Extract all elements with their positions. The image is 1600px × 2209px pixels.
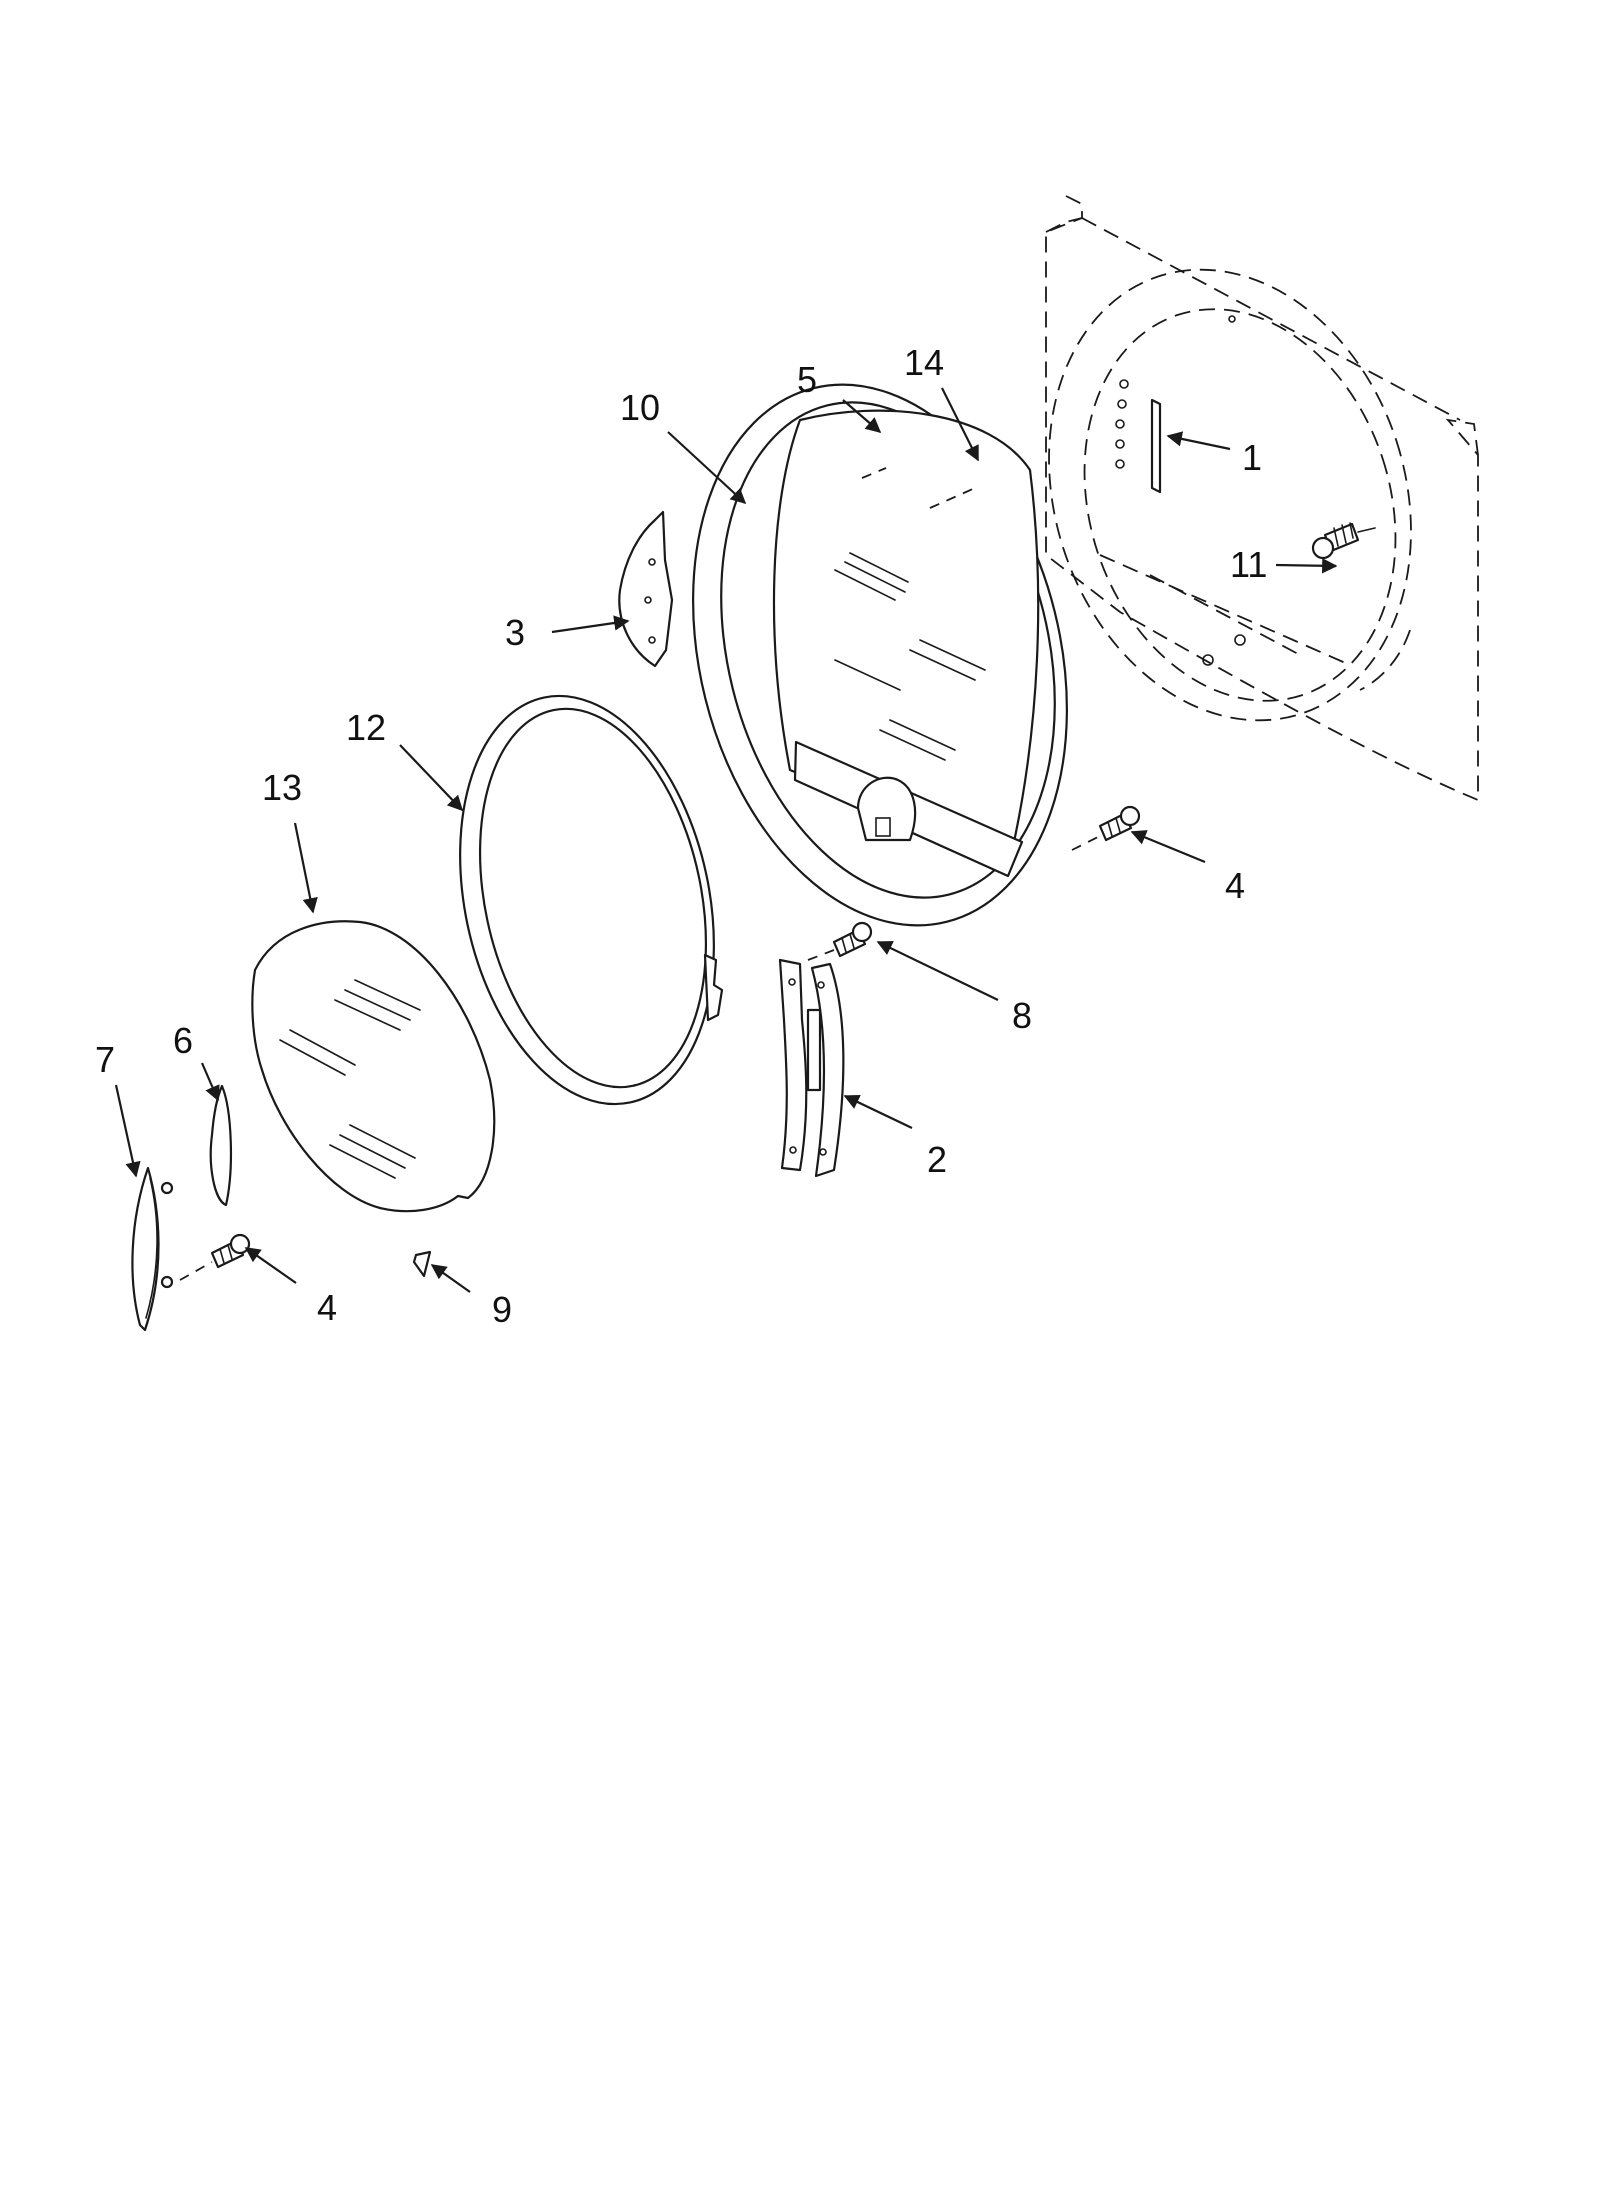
callout-12: 12 <box>346 707 386 748</box>
part-13-door-glass <box>251 920 496 1213</box>
part-12-inner-ring <box>459 694 724 1106</box>
part-4-screw-upper <box>1098 805 1141 842</box>
part-10-outer-door <box>692 383 1068 927</box>
leader-lines <box>114 387 1338 1293</box>
callout-3: 3 <box>505 612 525 653</box>
callout-4-lower: 4 <box>317 1287 337 1328</box>
part-11-screw <box>1311 522 1376 560</box>
callout-10: 10 <box>620 387 660 428</box>
part-9-clip <box>412 1250 432 1278</box>
callout-9: 9 <box>492 1289 512 1330</box>
part-7-door-handle <box>131 1166 174 1332</box>
callout-7: 7 <box>95 1039 115 1080</box>
callout-13: 13 <box>262 767 302 808</box>
callout-5: 5 <box>797 359 817 400</box>
alignment-lines <box>179 467 1101 1281</box>
callout-labels: 1 2 3 4 4 5 6 7 8 9 10 11 12 13 14 <box>95 342 1267 1330</box>
callout-11: 11 <box>1230 544 1267 585</box>
callout-8: 8 <box>1012 995 1032 1036</box>
part-8-screw <box>832 921 873 958</box>
callout-4-upper: 4 <box>1225 865 1245 906</box>
callout-6: 6 <box>173 1020 193 1061</box>
part-4-screw-lower <box>210 1233 251 1269</box>
callout-2: 2 <box>927 1139 947 1180</box>
cabinet-front-panel <box>1045 195 1479 802</box>
part-3-hinge-cover <box>618 510 674 668</box>
part-1-hinge-bracket <box>1115 379 1162 494</box>
callout-14: 14 <box>904 342 944 383</box>
callout-1: 1 <box>1242 437 1262 478</box>
part-6-handle-insert <box>209 1084 233 1207</box>
part-2-hinge <box>778 958 845 1178</box>
